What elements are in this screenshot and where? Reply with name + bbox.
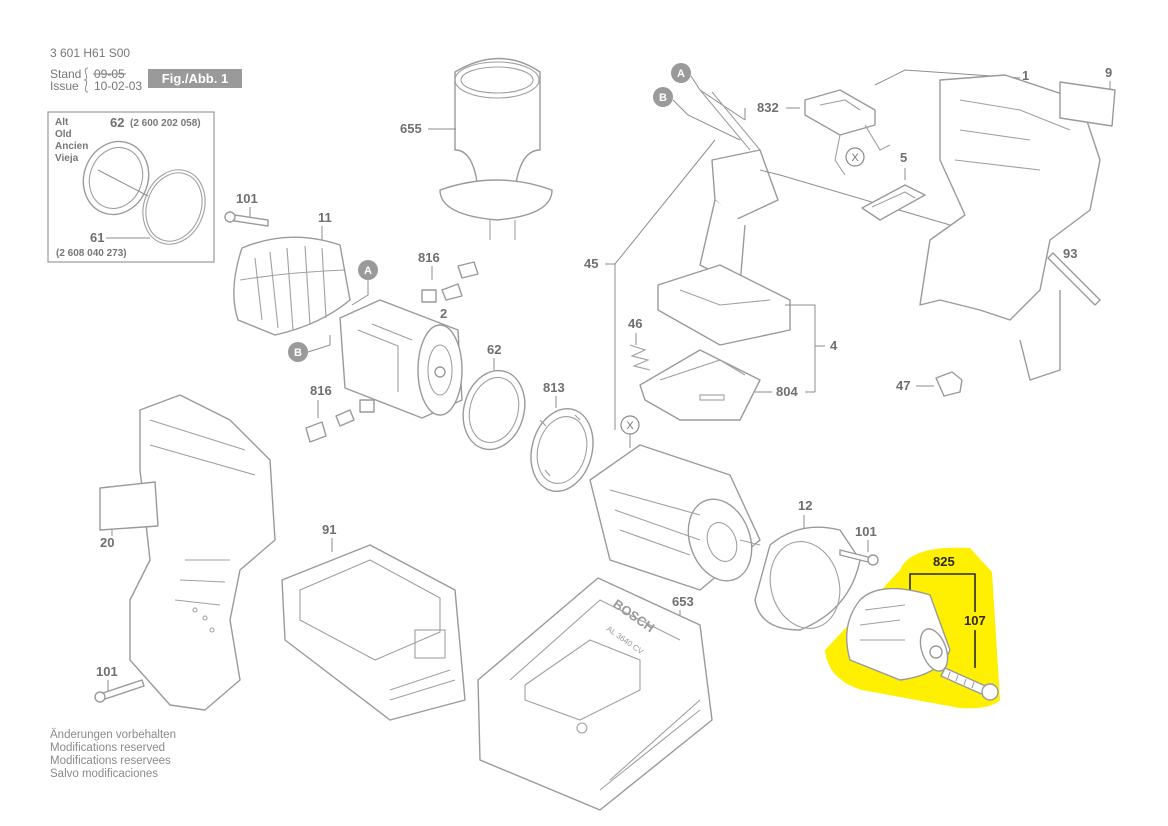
label-62: 62 xyxy=(487,342,501,357)
brushes-816-bottom: 816 xyxy=(305,383,375,443)
label-45: 45 xyxy=(584,256,598,271)
spring-46: 46 xyxy=(628,316,651,371)
charger-653: 653 BOSCH AL 3640 CV xyxy=(477,577,713,811)
old-box-frame xyxy=(47,111,215,263)
issue-value: 10-02-03 xyxy=(94,79,142,93)
label-101-bottom: 101 xyxy=(96,664,118,679)
label-5: 5 xyxy=(900,150,907,165)
label-12: 12 xyxy=(798,498,812,513)
label-804: 804 xyxy=(776,384,798,399)
chuck-825-icon xyxy=(845,587,951,681)
old-lang-1: Alt xyxy=(55,117,69,128)
label-825: 825 xyxy=(933,554,955,569)
label-20: 20 xyxy=(100,535,114,550)
ring-62-icon xyxy=(82,140,150,216)
label-832: 832 xyxy=(757,100,779,115)
old-part-62-code: (2 600 202 058) xyxy=(130,118,201,129)
header: 3 601 H61 S00 Stand 09-05 Issue 10-02-03… xyxy=(50,46,242,93)
motor-2: 2 xyxy=(339,299,463,419)
footer-line-es: Salvo modificaciones xyxy=(50,768,158,780)
bit-93: 93 xyxy=(1047,246,1101,306)
label-47: 47 xyxy=(896,378,910,393)
label-91: 91 xyxy=(322,522,336,537)
old-part-61-code: (2 608 040 273) xyxy=(56,248,127,259)
label-655: 655 xyxy=(400,121,422,136)
battery-91: 91 xyxy=(281,522,466,721)
svg-text:A: A xyxy=(364,265,372,277)
svg-text:X: X xyxy=(851,152,859,164)
callout-a-left: A xyxy=(351,260,378,306)
belt-clip-655: 655 xyxy=(400,57,553,240)
footer-line-en: Modifications reserved xyxy=(50,742,165,754)
footer: Änderungen vorbehalten Modifications res… xyxy=(50,729,176,780)
label-11: 11 xyxy=(318,210,332,225)
old-part-61-number: 61 xyxy=(90,230,104,245)
housing-cover-11: 11 xyxy=(233,210,351,336)
screw-101-bottom: 101 xyxy=(94,664,145,703)
label-9: 9 xyxy=(1105,65,1112,80)
gearbox xyxy=(589,444,761,591)
label-107: 107 xyxy=(964,613,986,628)
circlip-61-icon xyxy=(142,169,206,245)
doc-number: 3 601 H61 S00 xyxy=(50,46,130,60)
old-part-62-number: 62 xyxy=(110,115,124,130)
footer-line-de: Änderungen vorbehalten xyxy=(50,729,176,741)
highlight-chuck-group: 825 107 xyxy=(825,547,1000,709)
stand-label: Stand xyxy=(50,67,81,81)
screw-101-right: 101 xyxy=(839,524,879,566)
part-47: 47 xyxy=(896,371,963,397)
brushes-816-top: 816 xyxy=(418,250,479,303)
ring-gear-813: 813 xyxy=(530,380,594,493)
screw-107-icon xyxy=(940,667,999,701)
svg-text:B: B xyxy=(294,347,302,359)
old-parts-box: Alt Old Ancien Vieja 62 (2 600 202 058) … xyxy=(47,111,215,263)
callout-b-left: B xyxy=(288,335,331,362)
fig-label: Fig./Abb. 1 xyxy=(162,71,228,86)
label-101-right: 101 xyxy=(855,524,877,539)
label-4: 4 xyxy=(830,338,838,353)
label-93: 93 xyxy=(1063,246,1077,261)
old-lang-3: Ancien xyxy=(55,141,88,152)
ring-62: 62 xyxy=(462,342,526,451)
svg-text:A: A xyxy=(677,68,685,80)
issue-label: Issue xyxy=(50,79,79,93)
part-12: 12 xyxy=(754,498,861,631)
label-816-bottom: 816 xyxy=(310,383,332,398)
label-813: 813 xyxy=(543,380,565,395)
old-lang-2: Old xyxy=(55,129,72,140)
part-5: X 5 xyxy=(804,89,926,221)
housing-1: 1 9 xyxy=(874,65,1116,381)
svg-text:B: B xyxy=(659,92,667,104)
label-653: 653 xyxy=(672,594,694,609)
label-101-top: 101 xyxy=(236,191,258,206)
label-816-top: 816 xyxy=(418,250,440,265)
svg-text:X: X xyxy=(626,420,634,432)
label-2: 2 xyxy=(440,306,447,321)
callout-x-middle: X xyxy=(620,415,640,448)
label-1: 1 xyxy=(1022,68,1029,83)
handle-housing-20: 20 xyxy=(99,394,276,711)
switch-assembly: A B 832 45 xyxy=(584,63,951,430)
brace-icon xyxy=(83,67,89,93)
board-804: 804 4 xyxy=(639,304,838,421)
footer-line-fr: Modifications reservees xyxy=(50,755,171,767)
fig-label-bg xyxy=(148,69,242,88)
label-46: 46 xyxy=(628,316,642,331)
screw-101-top: 101 xyxy=(224,191,269,227)
old-lang-4: Vieja xyxy=(55,153,79,164)
